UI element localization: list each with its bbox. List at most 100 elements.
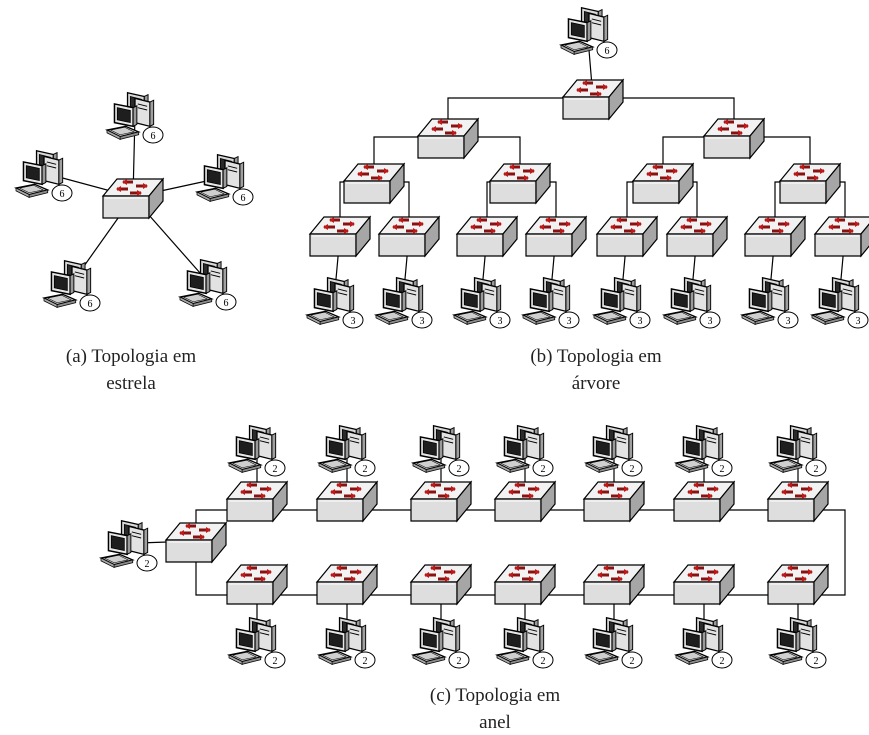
ring-top-switch-icon <box>493 480 557 523</box>
node-count-label: 2 <box>541 656 546 667</box>
network-link <box>195 509 846 596</box>
node-count-badge <box>342 311 364 329</box>
node-count-badge <box>621 459 643 477</box>
caption-ring-line2: anel <box>479 712 511 733</box>
tree-level1-switch-icon <box>702 117 766 160</box>
node-count-label: 2 <box>363 464 368 475</box>
node-count-badge <box>136 554 158 572</box>
node-count-badge <box>805 651 827 669</box>
node-count-label: 2 <box>814 464 819 475</box>
tree-level3-switch-icon <box>308 215 372 258</box>
node-count-label: 6 <box>88 299 93 310</box>
node-count-badge <box>532 651 554 669</box>
tree-leaf-computer-cluster-icon: 3 <box>811 276 869 329</box>
ring-left-switch-icon <box>164 521 228 564</box>
node-count-label: 2 <box>273 464 278 475</box>
ring-top-computer-cluster-icon: 2 <box>675 424 733 477</box>
ring-top-computer-cluster-icon: 2 <box>496 424 554 477</box>
node-count-badge <box>711 651 733 669</box>
node-count-label: 2 <box>814 656 819 667</box>
node-count-label: 3 <box>638 316 643 327</box>
ring-bottom-switch-icon <box>582 563 646 606</box>
ring-top-computer-cluster-icon: 2 <box>412 424 470 477</box>
node-count-badge <box>699 311 721 329</box>
ring-bottom-computer-cluster-icon: 2 <box>412 616 470 669</box>
node-count-label: 6 <box>151 131 156 142</box>
star-computer-cluster-icon: 6 <box>15 149 73 202</box>
node-count-label: 2 <box>541 464 546 475</box>
caption-star-line1: (a) Topologia em <box>66 346 196 367</box>
node-count-label: 3 <box>420 316 425 327</box>
ring-top-switch-icon <box>409 480 473 523</box>
node-count-label: 3 <box>351 316 356 327</box>
node-count-badge <box>448 651 470 669</box>
node-count-label: 3 <box>786 316 791 327</box>
node-count-label: 6 <box>60 189 65 200</box>
ring-top-switch-icon <box>766 480 830 523</box>
node-count-badge <box>777 311 799 329</box>
ring-top-computer-cluster-icon: 2 <box>585 424 643 477</box>
node-count-label: 2 <box>457 464 462 475</box>
ring-bottom-switch-icon <box>672 563 736 606</box>
tree-root-computer-cluster-icon: 6 <box>560 6 618 59</box>
node-count-label: 2 <box>630 464 635 475</box>
node-count-badge <box>596 41 618 59</box>
tree-level3-switch-icon <box>377 215 441 258</box>
star-computer-cluster-icon: 6 <box>196 153 254 206</box>
node-count-badge <box>448 459 470 477</box>
node-count-badge <box>489 311 511 329</box>
ring-bottom-switch-icon <box>766 563 830 606</box>
node-count-badge <box>51 184 73 202</box>
ring-top-computer-cluster-icon: 2 <box>318 424 376 477</box>
tree-level3-switch-icon <box>455 215 519 258</box>
caption-ring-line1: (c) Topologia em <box>430 685 560 706</box>
node-count-badge <box>264 651 286 669</box>
node-count-badge <box>411 311 433 329</box>
ring-bottom-switch-icon <box>225 563 289 606</box>
node-count-badge <box>711 459 733 477</box>
node-count-label: 2 <box>457 656 462 667</box>
node-count-label: 6 <box>224 298 229 309</box>
tree-level3-switch-icon <box>595 215 659 258</box>
star-computer-cluster-icon: 6 <box>43 259 101 312</box>
node-count-label: 2 <box>273 656 278 667</box>
node-count-label: 2 <box>720 464 725 475</box>
tree-level3-switch-icon <box>524 215 588 258</box>
tree-level1-switch-icon <box>416 117 480 160</box>
star-computer-cluster-icon: 6 <box>106 91 164 144</box>
node-count-badge <box>532 459 554 477</box>
caption-tree-line2: árvore <box>572 373 621 394</box>
tree-level3-switch-icon <box>813 215 869 258</box>
ring-bottom-computer-cluster-icon: 2 <box>769 616 827 669</box>
tree-leaf-computer-cluster-icon: 3 <box>663 276 721 329</box>
ring-top-switch-icon <box>672 480 736 523</box>
ring-bottom-switch-icon <box>493 563 557 606</box>
node-count-badge <box>629 311 651 329</box>
tree-leaf-computer-cluster-icon: 3 <box>593 276 651 329</box>
node-count-badge <box>558 311 580 329</box>
ring-top-computer-cluster-icon: 2 <box>228 424 286 477</box>
tree-level2-switch-icon <box>342 162 406 205</box>
node-count-label: 2 <box>363 656 368 667</box>
ring-bottom-switch-icon <box>315 563 379 606</box>
ring-bottom-computer-cluster-icon: 2 <box>228 616 286 669</box>
caption-star-line2: estrela <box>106 373 156 394</box>
node-count-badge <box>805 459 827 477</box>
node-count-label: 2 <box>720 656 725 667</box>
node-count-badge <box>354 459 376 477</box>
node-count-label: 3 <box>498 316 503 327</box>
node-count-label: 3 <box>708 316 713 327</box>
node-count-label: 2 <box>630 656 635 667</box>
star-hub-switch-icon <box>101 177 165 220</box>
node-count-badge <box>232 188 254 206</box>
node-count-label: 3 <box>567 316 572 327</box>
caption-tree-line1: (b) Topologia em <box>530 346 662 367</box>
ring-top-switch-icon <box>225 480 289 523</box>
ring-bottom-computer-cluster-icon: 2 <box>675 616 733 669</box>
tree-leaf-computer-cluster-icon: 3 <box>306 276 364 329</box>
ring-top-switch-icon <box>582 480 646 523</box>
tree-level2-switch-icon <box>488 162 552 205</box>
node-count-label: 6 <box>241 193 246 204</box>
